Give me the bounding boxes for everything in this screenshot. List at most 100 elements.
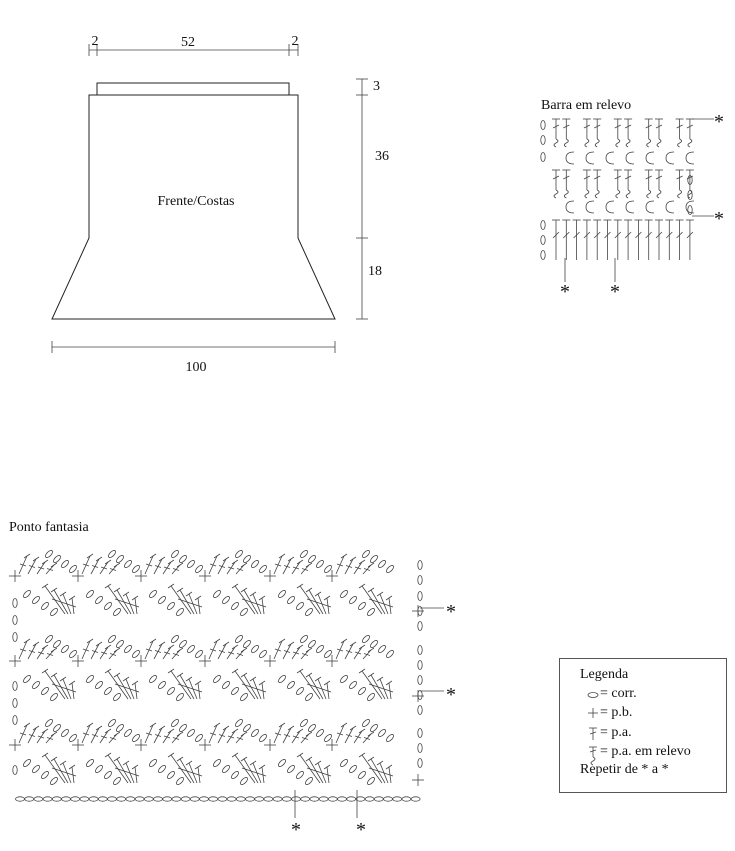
chain-stitch [86, 590, 94, 598]
chain-stitch [24, 796, 35, 802]
single-crochet-stitch [326, 655, 338, 667]
chain-stitch [180, 796, 191, 802]
chain-stitch [316, 560, 324, 568]
slanted-double-crochet-stitch [235, 731, 248, 744]
chain-stitch [132, 650, 140, 658]
slanted-double-crochet-stitch [162, 644, 175, 660]
slanted-double-crochet-stitch [41, 668, 66, 700]
slanted-double-crochet-stitch [323, 764, 332, 784]
chain-stitch [235, 635, 243, 643]
single-crochet-stitch [72, 570, 84, 582]
slanted-double-crochet-stitch [385, 764, 394, 784]
double-crochet-stitch [634, 219, 643, 260]
double-crochet-stitch [572, 219, 581, 260]
slanted-double-crochet-stitch [45, 731, 58, 744]
barra-repeat-marker-mid: * [714, 208, 724, 230]
single-crochet-stitch [412, 605, 424, 617]
chain-stitch [171, 635, 179, 643]
chain-stitch [213, 590, 221, 598]
chain-stitch [540, 120, 546, 130]
chain-stitch [337, 796, 347, 802]
single-crochet-stitch [326, 739, 338, 751]
chain-stitch [417, 560, 423, 570]
slanted-double-crochet-stitch [385, 680, 394, 700]
single-crochet-symbol-icon [588, 708, 598, 718]
slanted-double-crochet-stitch [273, 722, 286, 744]
chain-stitch [364, 796, 375, 802]
slanted-double-crochet-stitch [226, 728, 239, 744]
chain-stitch [176, 608, 184, 616]
chain-stitch [305, 608, 313, 616]
chain-stitch [370, 640, 378, 648]
relief-loop [585, 200, 595, 214]
chain-stitch [278, 675, 286, 683]
slanted-double-crochet-stitch [144, 722, 157, 744]
slanted-double-crochet-stitch [81, 553, 94, 575]
relief-loop [665, 151, 675, 165]
relief-double-crochet-stitch [593, 169, 602, 199]
chain-stitch [367, 693, 375, 701]
chain-stitch [240, 777, 248, 785]
single-crochet-stitch [199, 570, 211, 582]
chain-stitch [324, 734, 332, 742]
slanted-double-crochet-stitch [171, 731, 184, 744]
relief-double-crochet-stitch [613, 169, 622, 199]
slanted-double-crochet-stitch [314, 760, 327, 784]
relief-loop [625, 200, 635, 214]
slanted-double-crochet-stitch [171, 647, 184, 660]
legend-item-chain: = corr. [600, 686, 637, 701]
chain-stitch [417, 743, 423, 753]
ponto-repeat-marker-top: * [446, 601, 456, 623]
chain-stitch [417, 591, 423, 601]
chain-stitch [300, 796, 311, 802]
chain-stitch [296, 771, 304, 779]
chain-stitch [41, 771, 49, 779]
double-crochet-stitch [552, 219, 560, 260]
double-crochet-stitch [613, 219, 622, 260]
slanted-double-crochet-stitch [144, 638, 157, 660]
chain-stitch [327, 796, 338, 802]
chain-stitch [417, 660, 423, 670]
chain-stitch [167, 687, 175, 695]
relief-double-crochet-stitch [624, 169, 633, 199]
relief-double-crochet-stitch [644, 118, 653, 148]
relief-loop [645, 200, 655, 214]
single-crochet-stitch [412, 774, 424, 786]
single-crochet-stitch [72, 739, 84, 751]
relief-double-crochet-stitch [552, 118, 560, 148]
chain-stitch [540, 135, 546, 145]
slanted-double-crochet-stitch [108, 647, 121, 660]
single-crochet-stitch [264, 739, 276, 751]
chain-stitch [259, 650, 267, 658]
slanted-double-crochet-stitch [122, 760, 135, 784]
relief-double-crochet-stitch [582, 118, 591, 148]
chain-stitch [222, 765, 230, 773]
slanted-double-crochet-stitch [296, 752, 321, 784]
single-crochet-stitch [135, 739, 147, 751]
relief-loop [585, 151, 595, 165]
chain-stitch [45, 635, 53, 643]
slanted-double-crochet-stitch [113, 756, 132, 784]
chain-stitch [378, 645, 386, 653]
ponto-stitch-grid [9, 550, 424, 802]
chain-stitch [392, 796, 403, 802]
relief-double-crochet-stitch [582, 169, 591, 199]
chain-stitch [116, 796, 127, 802]
chain-stitch [362, 719, 370, 727]
chain-stitch [187, 645, 195, 653]
chain-stitch [358, 771, 366, 779]
chain-stitch [226, 796, 237, 802]
double-crochet-stitch [685, 219, 694, 260]
chain-stitch [254, 796, 265, 802]
chain-stitch [195, 650, 203, 658]
chain-stitch [373, 796, 384, 802]
slanted-double-crochet-stitch [249, 591, 262, 615]
chain-stitch [86, 759, 94, 767]
chain-stitch [61, 645, 69, 653]
single-crochet-stitch [9, 570, 21, 582]
dim-band-label: 3 [373, 79, 380, 94]
relief-double-crochet-stitch [685, 118, 694, 148]
slanted-double-crochet-stitch [335, 722, 348, 744]
chain-symbol-icon [587, 692, 599, 698]
chain-stitch [417, 621, 423, 631]
